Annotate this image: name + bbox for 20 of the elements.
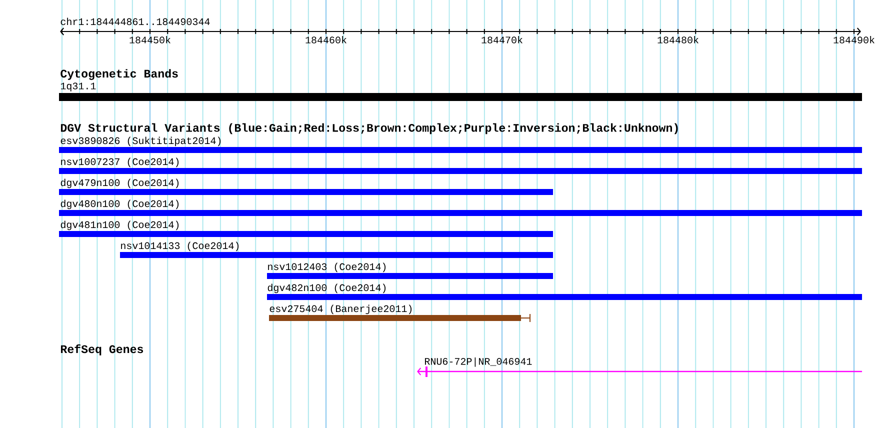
track-title: Cytogenetic Bands bbox=[60, 69, 178, 80]
feature-label: nsv1007237 (Coe2014) bbox=[61, 158, 179, 168]
tick-label: 184480k bbox=[658, 36, 698, 44]
feature-label: esv3890826 (Suktitipat2014) bbox=[60, 136, 221, 146]
coordinate-label: chr1:184444861..184490344 bbox=[60, 18, 210, 26]
tick-label: 184460k bbox=[306, 36, 346, 44]
feature-label: esv275404 (Banerjee2011) bbox=[270, 304, 412, 314]
feature-label: dgv482n100 (Coe2014) bbox=[268, 284, 386, 294]
feature-label: nsv1014133 (Coe2014) bbox=[121, 242, 239, 252]
feature-label: dgv481n100 (Coe2014) bbox=[60, 220, 179, 230]
track-title: DGV Structural Variants (Blue:Gain;Red:Loss;Brown:Complex;Purple:Inversion;Black:Unknown) bbox=[60, 123, 678, 134]
feature-label: nsv1012403 (Coe2014) bbox=[268, 262, 386, 272]
tick-label: 184490k bbox=[834, 36, 874, 44]
track-title: RefSeq Genes bbox=[60, 344, 144, 356]
feature-label: dgv479n100 (Coe2014) bbox=[60, 178, 179, 188]
feature-label: RNU6-72P|NR_046941 bbox=[425, 357, 532, 367]
feature-label: dgv480n100 (Coe2014) bbox=[60, 200, 179, 210]
tick-label: 184470k bbox=[482, 36, 522, 44]
feature-label: 1q31.1 bbox=[60, 82, 96, 92]
tick-label: 184450k bbox=[130, 36, 170, 44]
